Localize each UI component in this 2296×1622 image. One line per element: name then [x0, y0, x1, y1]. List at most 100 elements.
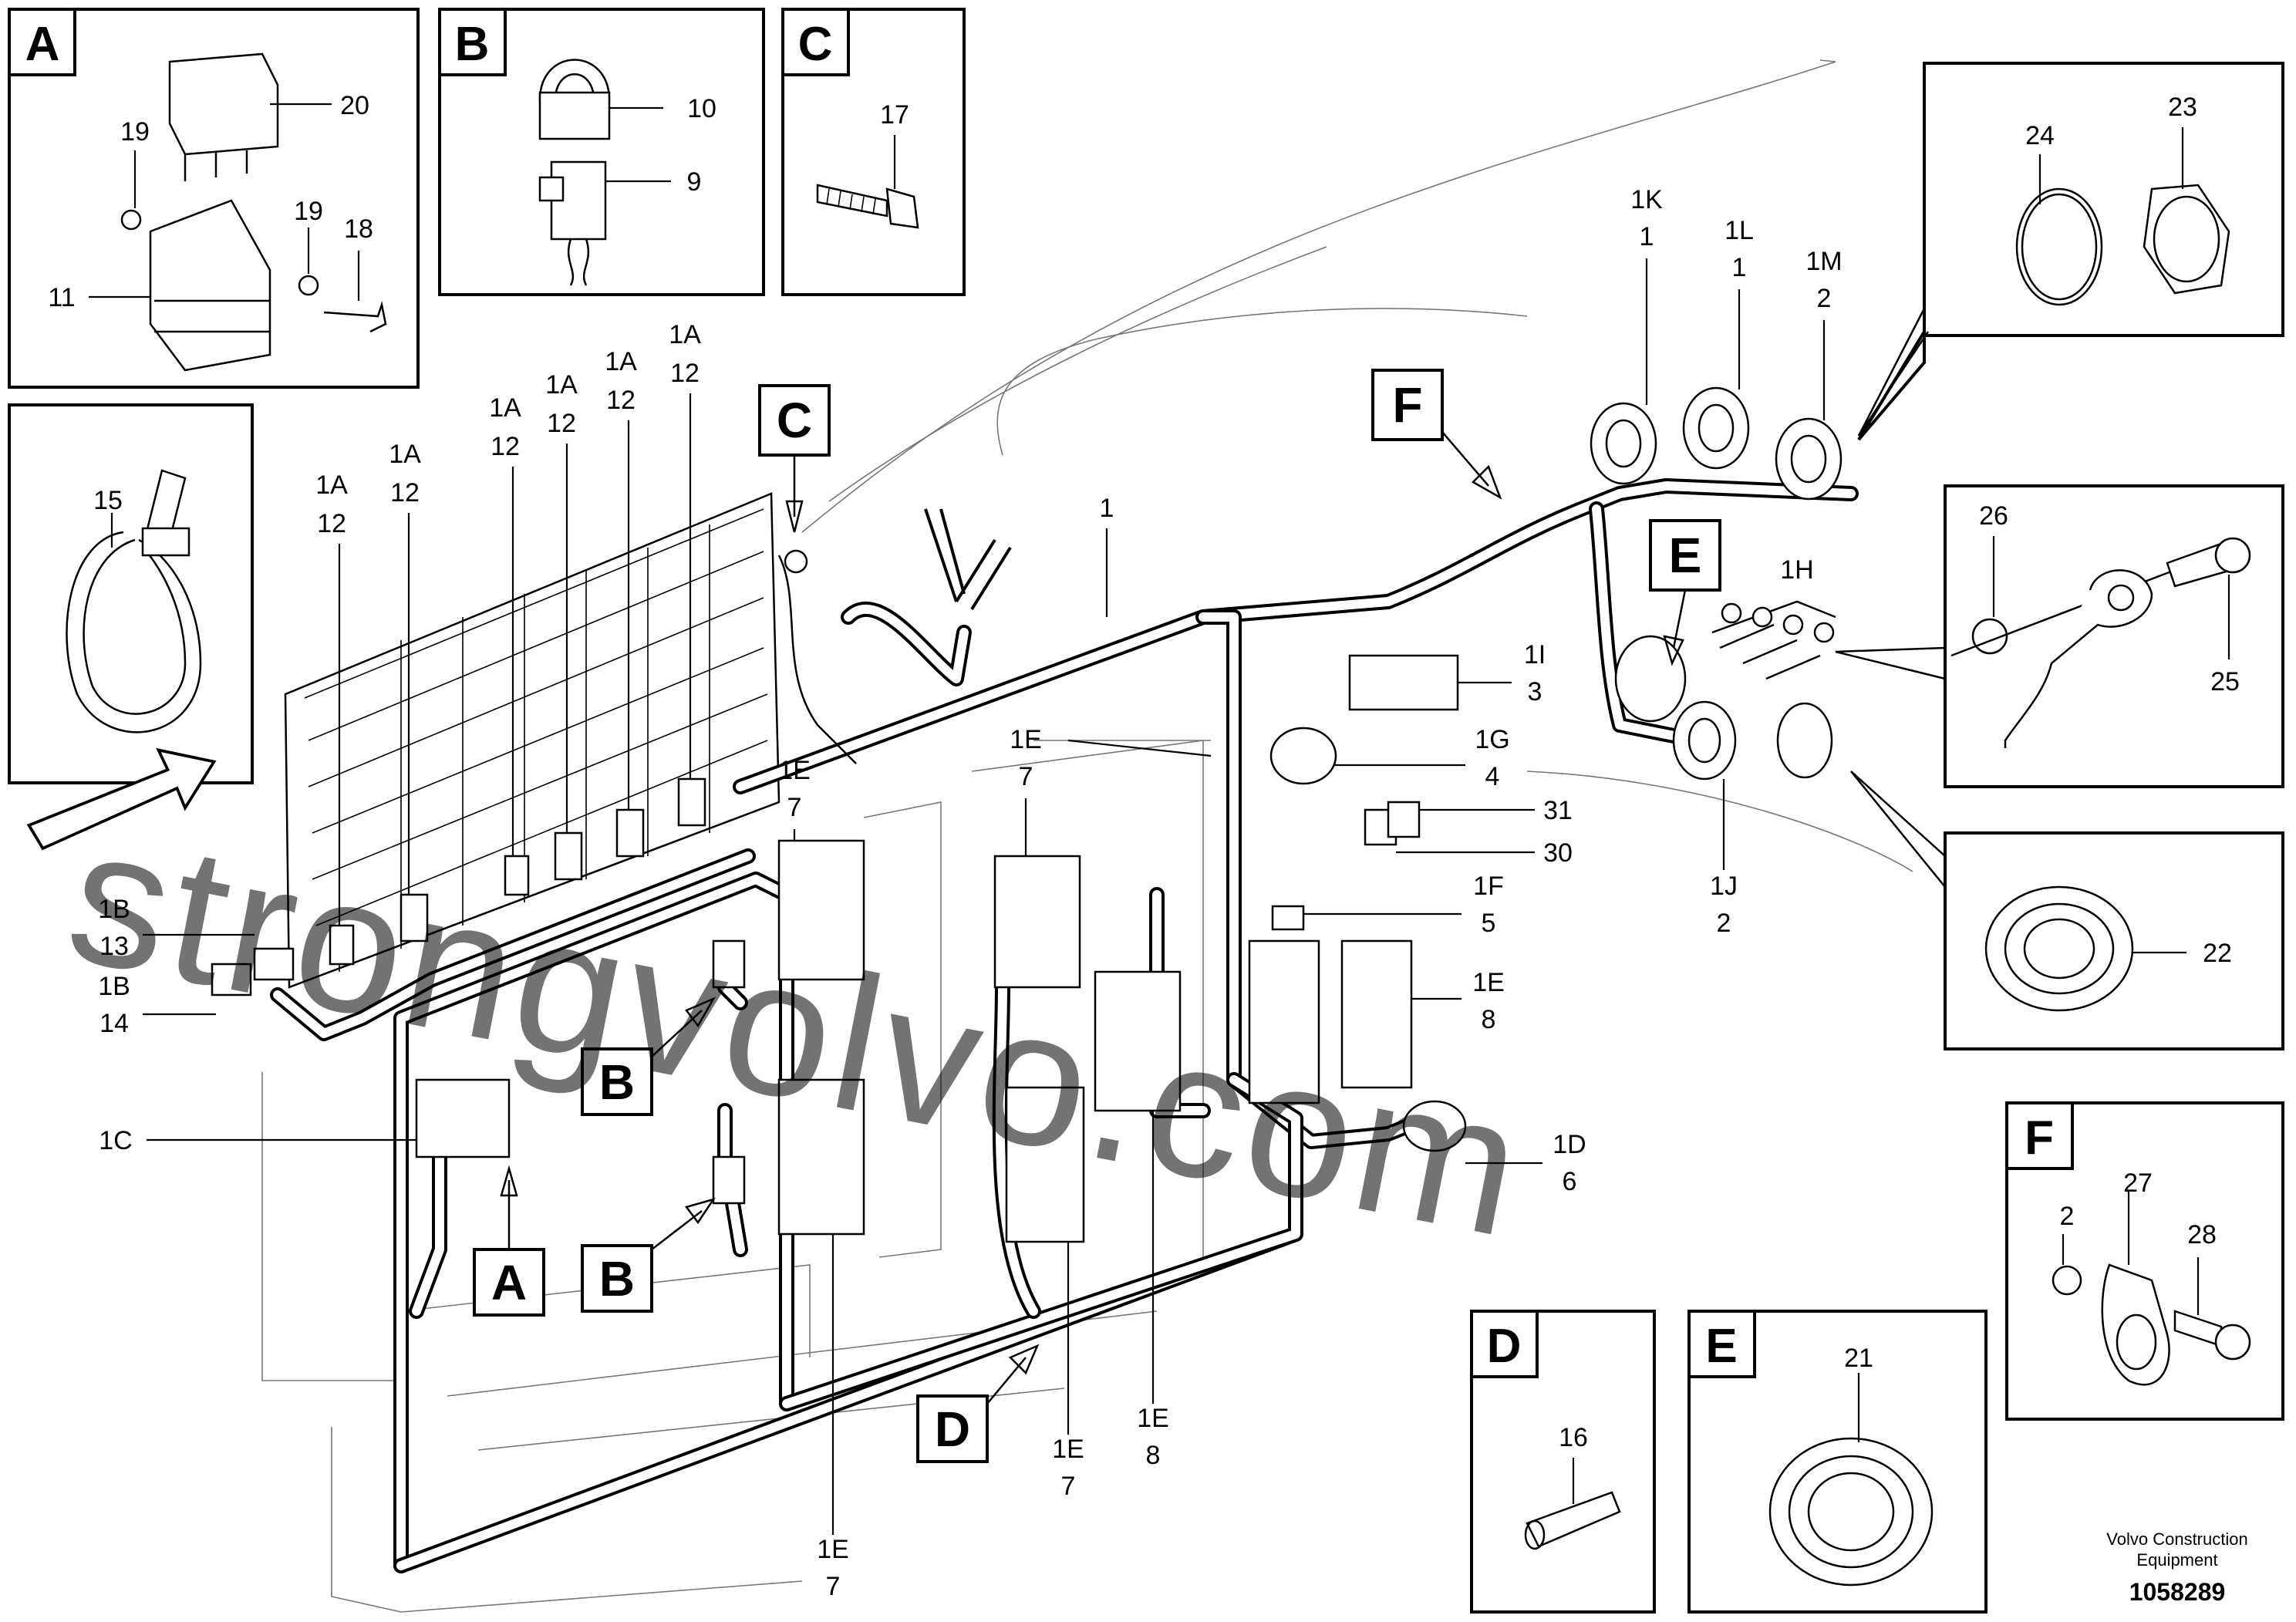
detail-letter-b: B	[455, 18, 490, 71]
label-1m-code: 1M	[1805, 247, 1842, 276]
detail-panel-cable-tie: 15	[8, 403, 254, 784]
label-1a-5-code: 1A	[605, 347, 637, 376]
label-1e-7-a-code: 1E	[1010, 725, 1042, 754]
label-1e-7-c-num: 7	[1061, 1472, 1076, 1501]
label-19a: 19	[120, 117, 150, 147]
callout-a: A	[491, 1255, 527, 1310]
label-1a-1-num: 12	[317, 509, 346, 538]
label-1f-code: 1F	[1473, 872, 1504, 901]
detail-panel-f: F 2 27 28	[2005, 1101, 2284, 1421]
label-1a-5-num: 12	[606, 386, 636, 415]
label-1a-2-num: 12	[390, 478, 420, 508]
grommets-top-right	[1590, 386, 1843, 781]
label-1e-8-right-code: 1E	[1472, 968, 1505, 997]
label-27: 27	[2123, 1168, 2153, 1198]
callout-c: C	[777, 393, 812, 448]
label-1e-7-a-num: 7	[1019, 762, 1033, 791]
label-1d-num: 6	[1563, 1167, 1577, 1196]
label-1e-8-bottom-num: 8	[1146, 1441, 1161, 1470]
callout-e: E	[1669, 528, 1702, 583]
detail-panel-grommet-22: 22	[1850, 771, 2284, 1050]
drawing-number: 1058289	[2129, 1578, 2226, 1606]
callout-b-upper: B	[599, 1054, 635, 1110]
detail-letter-d: D	[1487, 1320, 1522, 1373]
footer: Volvo Construction Equipment 1058289	[2106, 1529, 2247, 1606]
label-1a-6-code: 1A	[669, 320, 701, 349]
footer-company-line1: Volvo Construction	[2106, 1529, 2247, 1549]
label-1l-code: 1L	[1725, 216, 1754, 245]
detail-panel-nut-ring: 24 23	[1857, 62, 2284, 441]
label-1b-14-code: 1B	[98, 972, 130, 1001]
label-1e-8-right-num: 8	[1482, 1005, 1496, 1034]
callout-f: F	[1392, 377, 1422, 433]
label-21: 21	[1844, 1344, 1873, 1373]
label-1j-code: 1J	[1710, 872, 1738, 901]
label-1a-3-num: 12	[491, 432, 520, 461]
forward-direction-arrow	[26, 747, 217, 851]
relay-panel	[284, 492, 781, 989]
detail-panel-d: D 16	[1470, 1310, 1656, 1614]
callout-tags: C F E B B A D	[473, 369, 1721, 1463]
label-10: 10	[687, 94, 716, 123]
label-1g-code: 1G	[1475, 725, 1509, 754]
label-1h: 1H	[1780, 555, 1813, 585]
label-1g-num: 4	[1485, 762, 1500, 791]
footer-company-line2: Equipment	[2136, 1550, 2217, 1570]
label-23: 23	[2168, 93, 2197, 122]
label-1a-2-code: 1A	[389, 440, 421, 469]
label-1b-13-num: 13	[99, 932, 129, 961]
label-16: 16	[1559, 1423, 1588, 1452]
label-2: 2	[2060, 1202, 2075, 1231]
label-28: 28	[2187, 1220, 2217, 1249]
label-1e-7-b-code: 1E	[778, 756, 811, 785]
label-9: 9	[687, 167, 702, 197]
main-labels: 1A 12 1A 12 1A 12 1A 12 1A 12 1A 12 1B 1…	[98, 185, 1842, 1601]
relay-plugs	[329, 777, 706, 966]
label-1f-num: 5	[1482, 909, 1496, 938]
label-1a-6-num: 12	[670, 359, 700, 388]
label-20: 20	[340, 91, 369, 120]
label-1a-4-num: 12	[547, 409, 576, 438]
label-1e-8-bottom-code: 1E	[1137, 1404, 1169, 1433]
label-1j-num: 2	[1717, 909, 1731, 938]
detail-letter-e: E	[1705, 1320, 1737, 1373]
loose-wires	[777, 508, 1012, 764]
label-22: 22	[2203, 939, 2232, 968]
detail-letter-c: C	[798, 18, 833, 71]
detail-panel-a: A 20 19 19 18 11	[8, 8, 420, 389]
label-1a-1-code: 1A	[315, 470, 348, 500]
label-1m-num: 2	[1817, 284, 1832, 313]
label-1i-code: 1I	[1524, 640, 1546, 669]
label-24: 24	[2025, 121, 2055, 150]
label-1a-4-code: 1A	[545, 370, 578, 400]
detail-panel-b: B 10 9	[438, 8, 765, 296]
harness-components	[211, 654, 1467, 1243]
label-11: 11	[48, 283, 75, 312]
label-1k-num: 1	[1640, 222, 1654, 251]
label-1e-7-d-num: 7	[826, 1572, 841, 1601]
label-1l-num: 1	[1732, 253, 1747, 282]
label-26: 26	[1979, 501, 2008, 531]
label-1b-13-code: 1B	[98, 895, 130, 924]
detail-panel-ring-terminal: 26 25	[1835, 484, 2284, 788]
label-1a-3-code: 1A	[489, 393, 521, 423]
detail-panel-e: E 21	[1687, 1310, 1988, 1614]
label-1: 1	[1100, 494, 1114, 523]
label-25: 25	[2210, 667, 2240, 696]
label-1k-code: 1K	[1630, 185, 1663, 214]
label-1e-7-d-code: 1E	[817, 1535, 849, 1564]
label-1i-num: 3	[1528, 677, 1542, 706]
label-1e-7-c-code: 1E	[1052, 1435, 1084, 1464]
label-1b-14-num: 14	[99, 1009, 129, 1038]
label-19b: 19	[294, 197, 323, 226]
label-1d-code: 1D	[1553, 1130, 1586, 1159]
detail-letter-a: A	[25, 18, 60, 71]
label-1e-7-b-num: 7	[787, 793, 802, 822]
cab-outline	[261, 59, 1913, 1613]
detail-letter-f: F	[2025, 1111, 2054, 1165]
label-1c: 1C	[99, 1126, 132, 1155]
label-15: 15	[93, 486, 123, 515]
label-30: 30	[1543, 838, 1573, 868]
detail-panel-c: C 17	[781, 8, 966, 296]
